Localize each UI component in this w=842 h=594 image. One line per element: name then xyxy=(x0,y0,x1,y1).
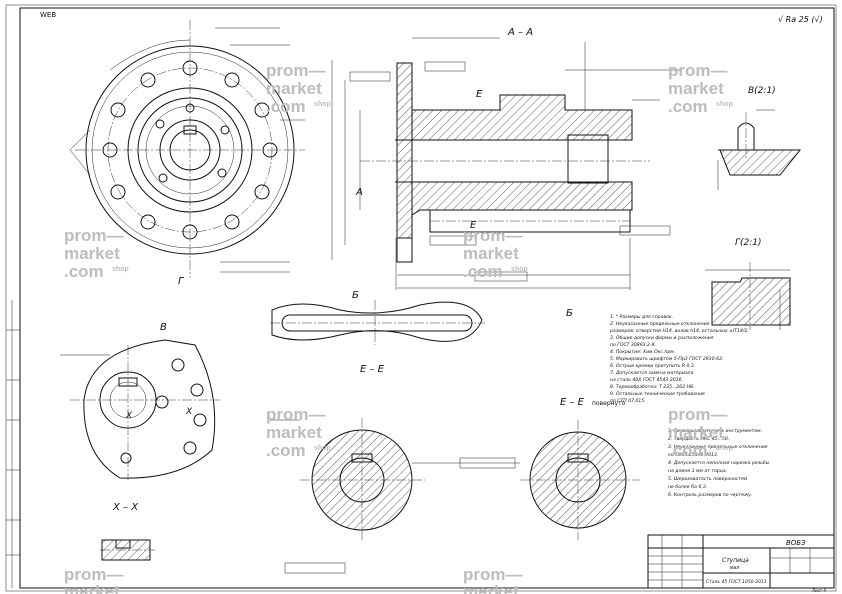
section-ee-label: Е – Е xyxy=(360,364,385,375)
svg-text:.com: .com xyxy=(668,97,708,116)
corner-code: WEB xyxy=(40,11,56,19)
note-2-line-9: 6. Контроль размеров по чертежу. xyxy=(668,492,752,498)
note-2-line-6: на длине 3 мм от торца. xyxy=(668,468,727,474)
svg-text:market: market xyxy=(668,423,724,442)
view-v-sector xyxy=(60,339,220,480)
svg-text:market: market xyxy=(668,79,724,98)
title-material: Сталь 45 ГОСТ 1050-2013 xyxy=(706,579,767,585)
mark-b-arrow: Б xyxy=(566,308,573,319)
svg-text:prom—: prom— xyxy=(266,61,326,80)
mark-g: Г xyxy=(178,276,185,287)
section-aa-label: А – А xyxy=(507,27,533,38)
view-b-label: Б xyxy=(352,290,359,301)
svg-text:shop: shop xyxy=(716,101,733,108)
svg-text:prom—: prom— xyxy=(64,565,124,584)
note-2-line-7: 5. Шероховатость поверхностей xyxy=(668,476,747,482)
mark-ie-bottom: Е xyxy=(470,220,477,231)
title-block xyxy=(647,534,835,589)
detail-b-label: В(2:1) xyxy=(748,86,776,96)
watermark-5: prom— market .com shop xyxy=(266,405,331,460)
section-xx-view xyxy=(100,539,155,561)
section-ee-rotated-label: Е – Е xyxy=(560,397,585,408)
title-part-name: Ступица xyxy=(722,557,749,564)
mark-ie-top: Е xyxy=(476,89,483,100)
svg-text:shop: shop xyxy=(511,266,528,273)
svg-text:market: market xyxy=(463,244,519,263)
mark-x-right: Х xyxy=(185,407,193,417)
note-1-line-6: 4. Покрытие: Хим.Окс.прм. xyxy=(610,349,675,355)
detail-g-label: Г(2:1) xyxy=(735,238,762,248)
note-1-line-4: 3. Общие допуски формы и расположения xyxy=(610,335,714,341)
svg-text:.com: .com xyxy=(64,262,104,281)
svg-text:market: market xyxy=(64,582,120,594)
watermark-3: prom— market .com shop xyxy=(64,226,129,281)
svg-text:shop: shop xyxy=(716,445,733,452)
note-1-line-3: размеров: отверстий H14, валов h14, оста… xyxy=(609,328,749,334)
note-2-line-1: 1. Размеры обеспечить инструментом. xyxy=(668,428,762,434)
svg-text:market: market xyxy=(266,79,322,98)
notes-block-2: 1. Размеры обеспечить инструментом. 2. Т… xyxy=(668,428,770,498)
svg-text:shop: shop xyxy=(314,445,331,452)
roughness-mark: √ Ra 25 (√) xyxy=(778,15,823,24)
watermark-6: prom— market .com shop xyxy=(668,405,733,460)
note-2-line-3: 3. Неуказанные предельные отклонения xyxy=(668,444,768,450)
svg-text:.com: .com xyxy=(668,441,708,460)
section-ee-view xyxy=(270,418,520,574)
mark-a: А xyxy=(355,187,363,198)
note-2-line-4: по ГОСТ 25346-2013. xyxy=(668,452,718,458)
note-1-line-11: 8. Термообработка: Т 235...262 НВ. xyxy=(610,384,695,390)
watermark-8: prom— market xyxy=(463,565,523,594)
svg-text:market: market xyxy=(463,582,519,594)
inner-frame xyxy=(19,7,835,589)
view-b-slot xyxy=(270,300,485,345)
svg-text:prom—: prom— xyxy=(668,61,728,80)
mark-x-left: Х xyxy=(125,411,133,421)
title-designation: ВОБЗ xyxy=(786,539,806,547)
svg-text:prom—: prom— xyxy=(463,226,523,245)
note-1-line-5: по ГОСТ 30893.2-К. xyxy=(610,342,656,348)
sheet-number: Лист 4 xyxy=(812,588,826,593)
outer-frame xyxy=(5,4,837,592)
note-1-line-12: 9. Остальные технические требования xyxy=(610,391,705,397)
left-binding-strip xyxy=(6,300,20,588)
note-1-line-9: 7. Допускается замена материала xyxy=(610,370,694,376)
svg-text:market: market xyxy=(64,244,120,263)
section-xx-label: Х – Х xyxy=(112,502,139,513)
title-sub-name: вал xyxy=(730,565,740,571)
svg-text:.com: .com xyxy=(463,262,503,281)
note-2-line-8: не более Ra 6,3. xyxy=(668,484,707,490)
svg-text:market: market xyxy=(266,423,322,442)
detail-b-view xyxy=(717,109,802,190)
section-aa-view xyxy=(331,37,680,290)
svg-text:shop: shop xyxy=(112,266,129,273)
flange-front-view xyxy=(69,20,305,278)
svg-text:prom—: prom— xyxy=(64,226,124,245)
svg-text:prom—: prom— xyxy=(463,565,523,584)
view-v-label: В xyxy=(160,322,167,333)
note-1-line-1: 1. * Размеры для справок. xyxy=(610,314,673,320)
detail-g-view xyxy=(705,262,791,330)
note-2-line-5: 4. Допускается неполная нарезка резьбы xyxy=(668,460,770,466)
watermark-1: prom— market .com shop xyxy=(266,61,331,116)
watermark-4: prom— market .com shop xyxy=(463,226,528,281)
note-1-line-2: 2. Неуказанные предельные отклонения xyxy=(610,321,710,327)
notes-block-1: 1. * Размеры для справок. 2. Неуказанные… xyxy=(609,314,749,404)
rotated-note: повернуто xyxy=(592,400,626,407)
watermark-2: prom— market .com shop xyxy=(668,61,733,116)
svg-text:.com: .com xyxy=(266,97,306,116)
svg-text:shop: shop xyxy=(314,101,331,108)
section-ee-rotated-view xyxy=(520,420,640,540)
note-1-line-8: 6. Острые кромки притупить R 0,3. xyxy=(610,363,695,369)
note-1-line-10: на сталь 40Х ГОСТ 4543-2016. xyxy=(610,377,683,383)
note-2-line-2: 2. Твердость HRC 45...50. xyxy=(668,436,729,442)
note-1-line-13: по СТП 07.015. xyxy=(610,398,646,404)
note-1-line-7: 5. Маркировать шрифтом 5-Пр3 ГОСТ 2930-6… xyxy=(610,356,723,362)
watermark-7: prom— market xyxy=(64,565,124,594)
svg-text:prom—: prom— xyxy=(668,405,728,424)
svg-text:prom—: prom— xyxy=(266,405,326,424)
svg-text:.com: .com xyxy=(266,441,306,460)
